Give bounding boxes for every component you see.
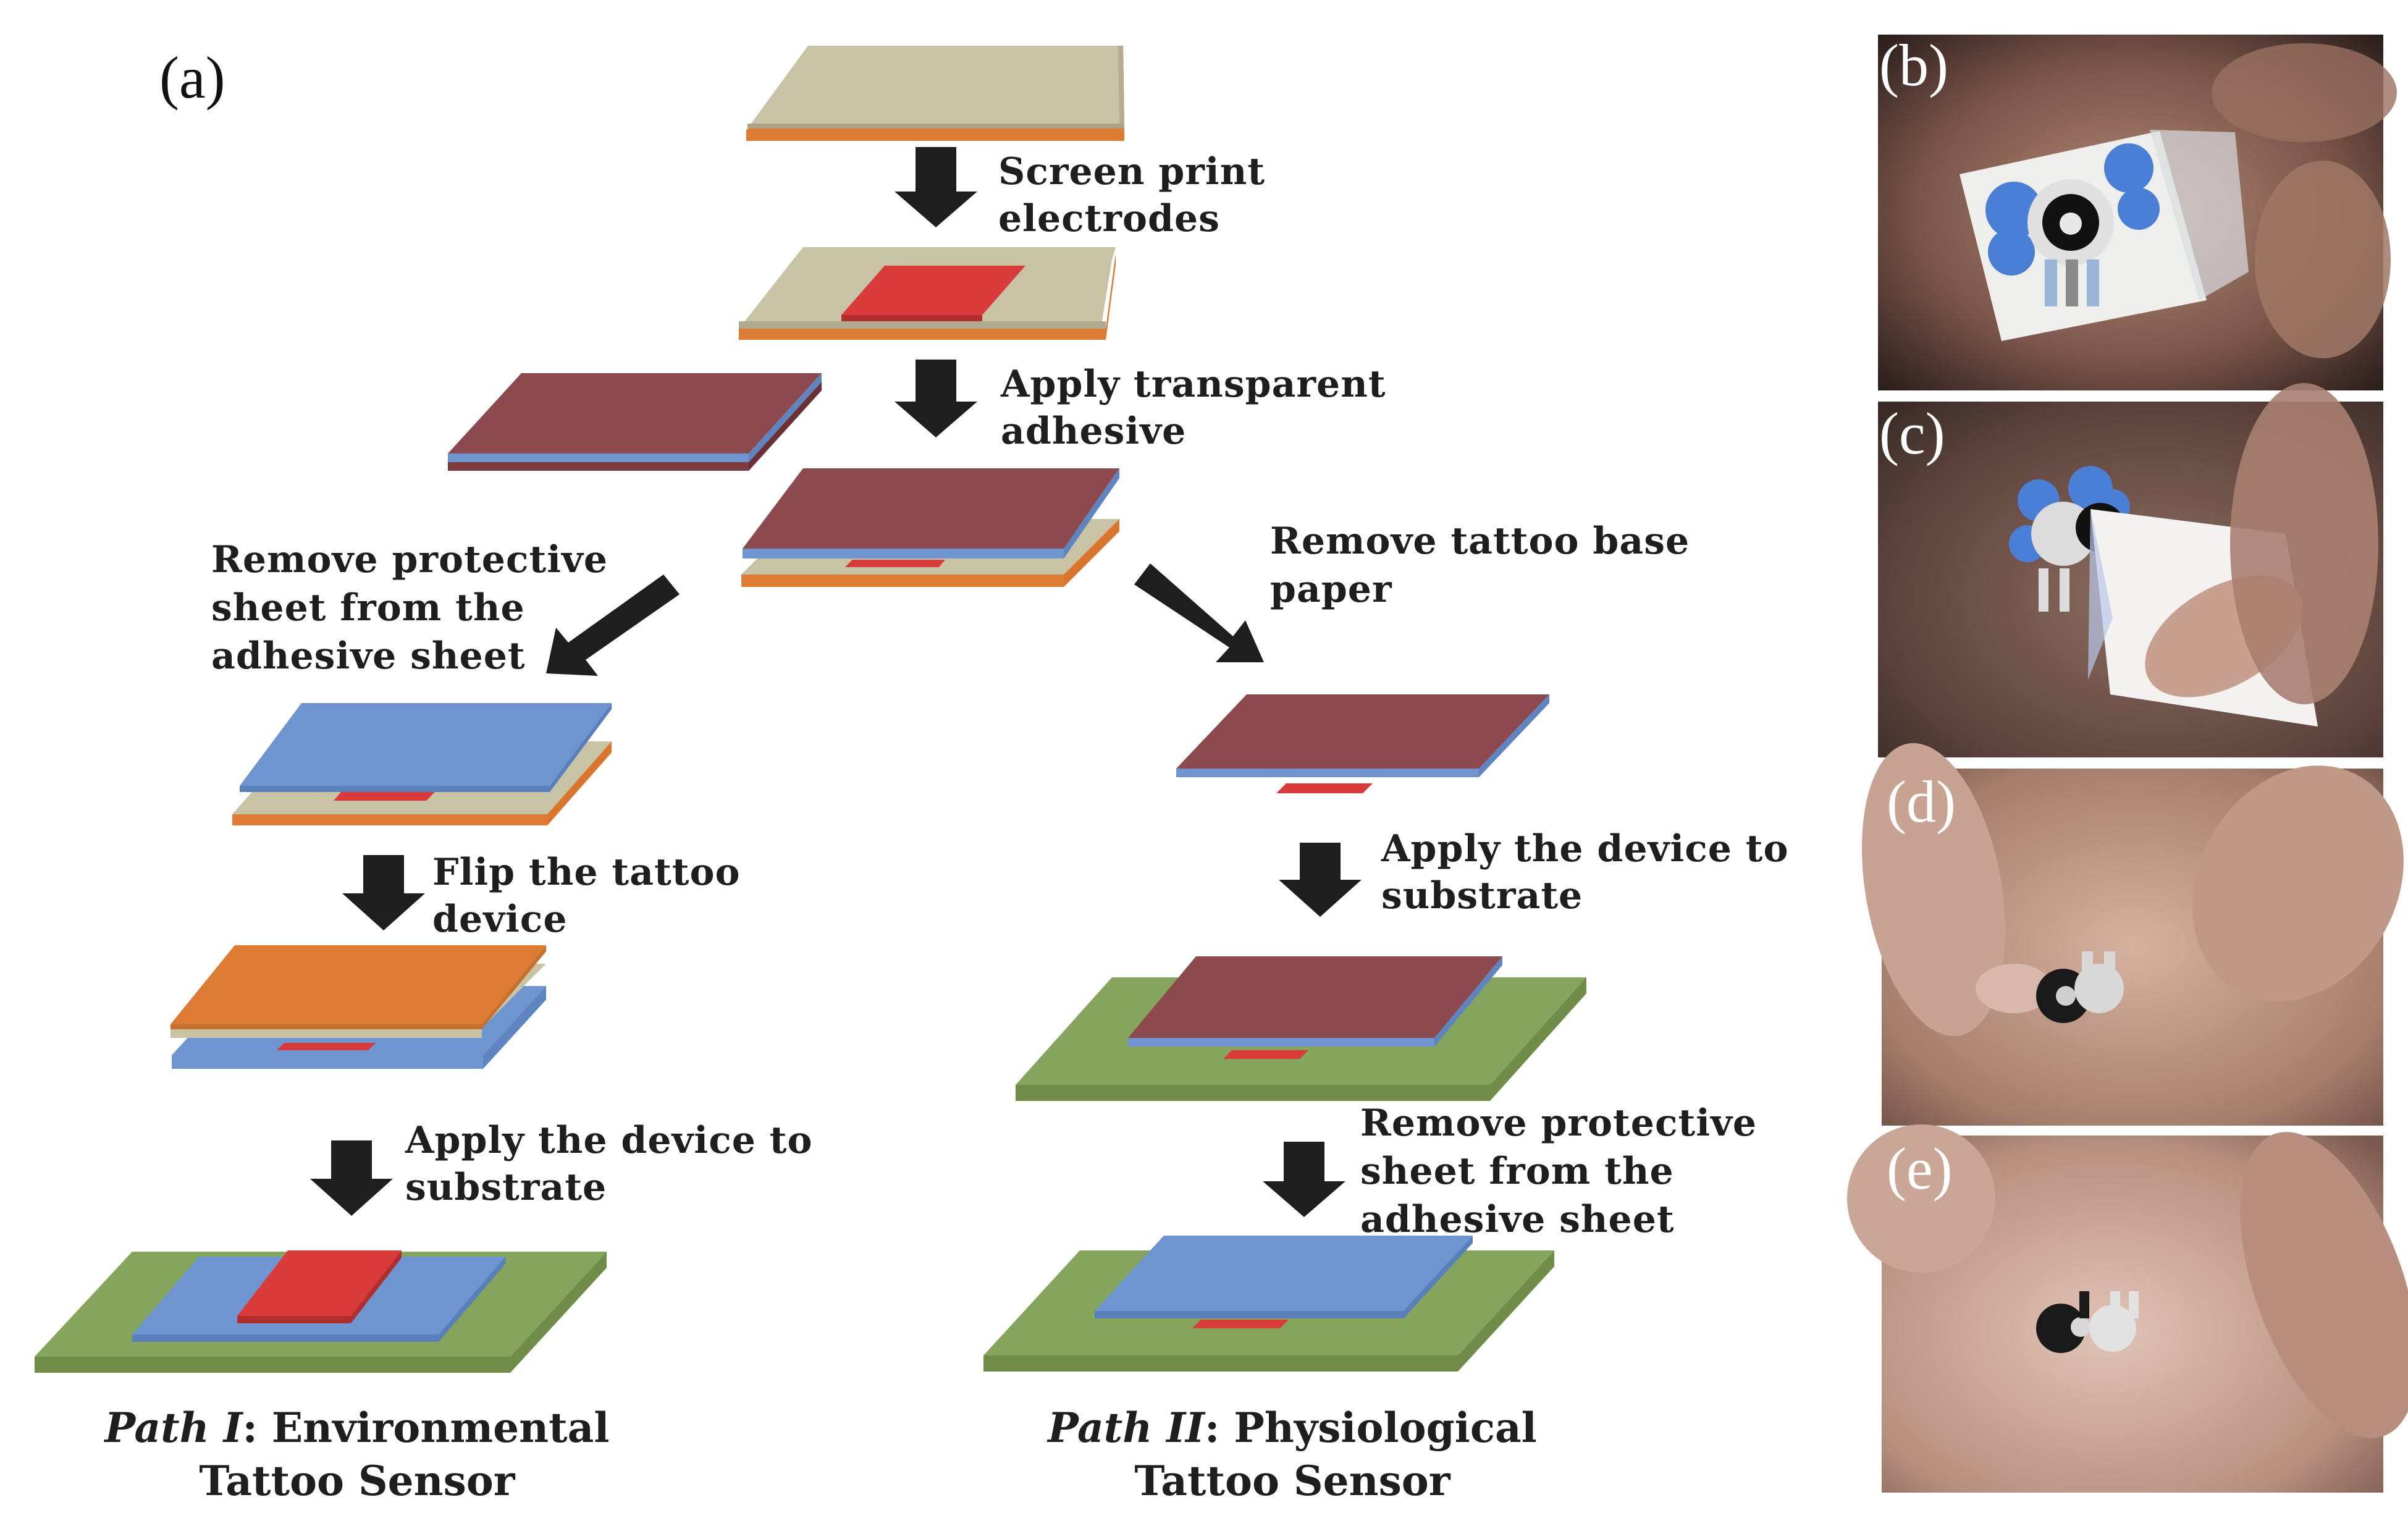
stack-left-flipped — [170, 945, 546, 1069]
arrow-down-right-2 — [1263, 1142, 1345, 1217]
step-apply-adhesive: Apply transparent adhesive — [1000, 363, 1399, 453]
photo-panel-b — [1878, 35, 2397, 390]
arrow-down-left-2 — [310, 1140, 393, 1216]
stack-left-final — [35, 1250, 607, 1373]
photo-panel-e — [1847, 1124, 2408, 1493]
caption-path-2: Path II: Physiological — [1046, 1404, 1537, 1452]
photo-panel-c — [1878, 383, 2383, 757]
stack-combined — [741, 468, 1119, 587]
arrow-down-right-1 — [1279, 843, 1362, 917]
stack-base-paper — [746, 46, 1124, 141]
step-remove-protective-right: Remove protective sheet from the adhesiv… — [1360, 1102, 1770, 1241]
stack-printed-electrode — [739, 247, 1116, 340]
adhesive-sheet-left — [448, 373, 822, 471]
stack-right-on-substrate — [1016, 956, 1586, 1101]
step-flip: Flip the tattoo device — [432, 851, 754, 941]
arrow-down-1 — [895, 147, 977, 227]
step-screen-print: Screen print electrodes — [998, 150, 1279, 240]
caption-path-1: Path I: Environmental — [104, 1404, 610, 1452]
panel-label-c: (c) — [1879, 400, 1945, 466]
panel-label-b: (b) — [1879, 32, 1948, 98]
arrow-down-2 — [895, 360, 977, 437]
arrow-diag-left — [546, 575, 680, 676]
arrow-down-left-1 — [342, 855, 425, 930]
stack-right-base-removed — [1176, 694, 1549, 793]
stack-left-protective-removed — [232, 703, 612, 825]
step-apply-left: Apply the device to substrate — [405, 1119, 826, 1209]
panel-label-a: (a) — [159, 44, 225, 111]
step-remove-protective-left: Remove protective sheet from the adhesiv… — [211, 538, 621, 678]
panel-label-d: (d) — [1887, 769, 1956, 835]
caption-path-1-line2: Tattoo Sensor — [199, 1457, 515, 1505]
stack-right-final — [983, 1236, 1554, 1372]
caption-path-2-line2: Tattoo Sensor — [1134, 1457, 1450, 1505]
step-remove-base-paper: Remove tattoo base paper — [1270, 520, 1703, 611]
arrow-diag-right — [1134, 563, 1264, 662]
step-apply-right: Apply the device to substrate — [1381, 827, 1802, 917]
photo-panel-d — [1861, 743, 2404, 1126]
panel-label-e: (e) — [1887, 1136, 1953, 1202]
